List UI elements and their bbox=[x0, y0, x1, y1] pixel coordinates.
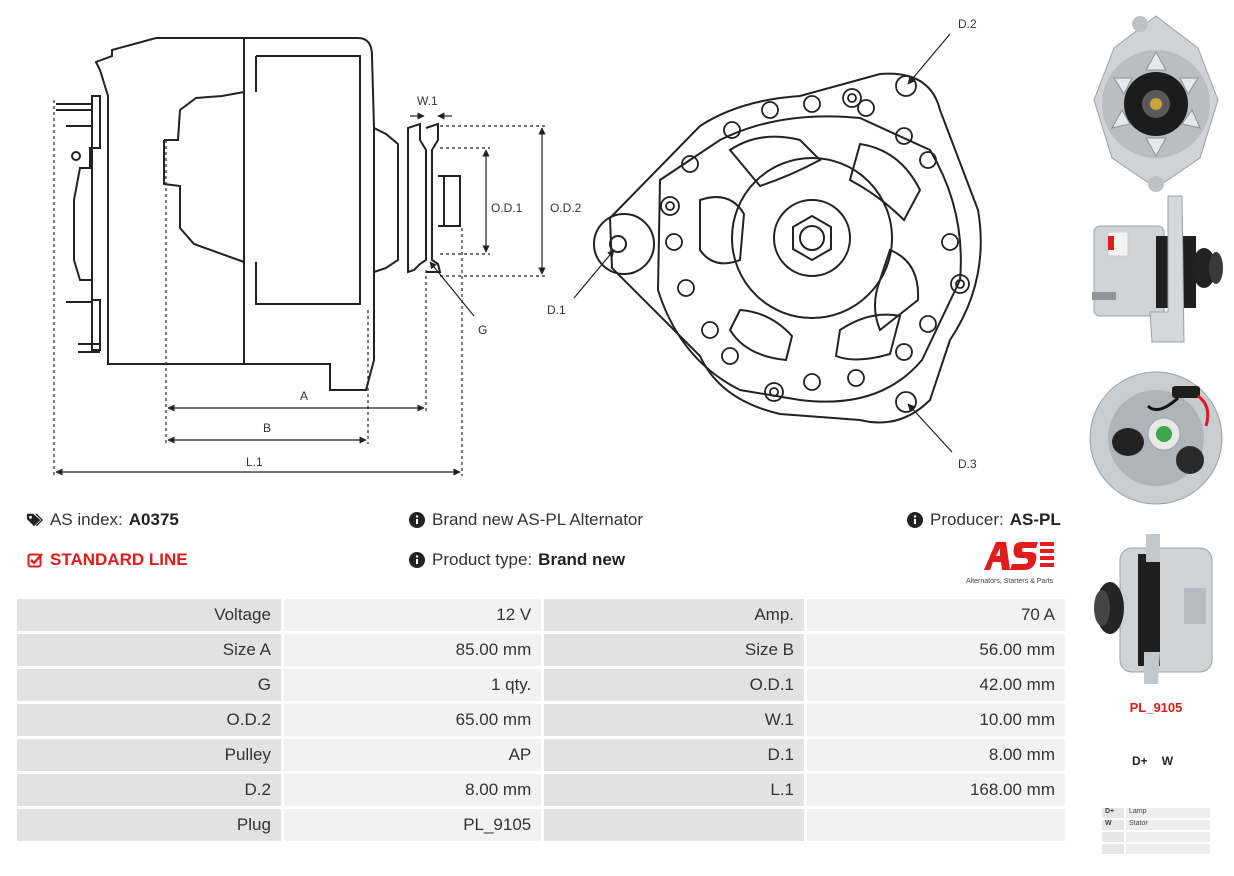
as-index-row: AS index: A0375 bbox=[26, 510, 179, 530]
legend-key bbox=[1102, 844, 1124, 854]
info-icon bbox=[408, 511, 426, 529]
spec-label: O.D.2 bbox=[17, 704, 281, 736]
as-pl-logo: Alternators, Starters & Parts bbox=[966, 540, 1068, 585]
label-d2: D.2 bbox=[958, 17, 977, 31]
product-photo-three-quarter bbox=[1094, 534, 1213, 684]
legend-value bbox=[1126, 844, 1210, 854]
checkbox-icon bbox=[26, 551, 44, 569]
legend-key: W bbox=[1102, 820, 1124, 830]
brand-new-row: Brand new AS-PL Alternator bbox=[408, 510, 643, 530]
dimension-arrows bbox=[55, 112, 546, 476]
technical-drawing: W.1 O.D.1 O.D.2 G A B L.1 D.1 D.2 D.3 bbox=[53, 17, 982, 476]
brand-new-text: Brand new AS-PL Alternator bbox=[432, 510, 644, 529]
producer-row: Producer: AS-PL bbox=[906, 510, 1061, 530]
side-view bbox=[56, 37, 461, 391]
terminal-d-plus: D+ bbox=[1132, 754, 1148, 768]
spec-value bbox=[807, 809, 1065, 841]
legend-value: Lamp bbox=[1126, 808, 1210, 818]
spec-label: W.1 bbox=[544, 704, 805, 736]
legend-key bbox=[1102, 832, 1124, 842]
terminal-labels: D+ W bbox=[1132, 754, 1192, 768]
spec-label: O.D.1 bbox=[544, 669, 805, 701]
legend-key: D+ bbox=[1102, 808, 1124, 818]
info-icon bbox=[408, 551, 426, 569]
spec-value: 42.00 mm bbox=[807, 669, 1065, 701]
spec-label: Size A bbox=[17, 634, 281, 666]
spec-value: 1 qty. bbox=[283, 669, 542, 701]
producer-label: Producer: bbox=[930, 510, 1004, 529]
producer-value: AS-PL bbox=[1009, 510, 1061, 529]
spec-value: 56.00 mm bbox=[807, 634, 1065, 666]
label-od1: O.D.1 bbox=[491, 201, 523, 215]
spec-value: 85.00 mm bbox=[283, 634, 542, 666]
spec-label: Amp. bbox=[544, 599, 805, 631]
spec-label: L.1 bbox=[544, 774, 805, 806]
spec-label: Plug bbox=[17, 809, 281, 841]
spec-value: PL_9105 bbox=[283, 809, 542, 841]
spec-label: D.2 bbox=[17, 774, 281, 806]
label-l1: L.1 bbox=[246, 455, 263, 469]
label-w1: W.1 bbox=[417, 94, 438, 108]
standard-line-label: STANDARD LINE bbox=[50, 550, 188, 569]
logo-tagline: Alternators, Starters & Parts bbox=[966, 578, 1054, 585]
label-d1: D.1 bbox=[547, 303, 566, 317]
as-index-label: AS index: bbox=[50, 510, 123, 529]
front-view-holes bbox=[660, 75, 970, 413]
dimension-lines bbox=[53, 100, 546, 476]
legend-row bbox=[1102, 844, 1210, 854]
tags-icon bbox=[26, 511, 44, 529]
spec-label bbox=[544, 809, 805, 841]
spec-label: Voltage bbox=[17, 599, 281, 631]
spec-value: AP bbox=[283, 739, 542, 771]
spec-label: Pulley bbox=[17, 739, 281, 771]
product-type-label: Product type: bbox=[432, 550, 533, 569]
spec-value: 70 A bbox=[807, 599, 1065, 631]
legend-row: D+Lamp bbox=[1102, 808, 1210, 818]
terminal-w: W bbox=[1161, 754, 1174, 768]
legend-value bbox=[1126, 832, 1210, 842]
spec-label: D.1 bbox=[544, 739, 805, 771]
product-type-row: Product type: Brand new bbox=[408, 550, 625, 570]
product-type-value: Brand new bbox=[538, 550, 626, 569]
product-photo-rear bbox=[1089, 371, 1223, 505]
label-a: A bbox=[300, 389, 308, 403]
legend-row bbox=[1102, 832, 1210, 842]
label-d3: D.3 bbox=[958, 457, 977, 471]
plug-code: PL_9105 bbox=[1129, 700, 1183, 715]
spec-value: 65.00 mm bbox=[283, 704, 542, 736]
front-view bbox=[593, 72, 982, 424]
legend-value: Stator bbox=[1126, 820, 1210, 830]
spec-value: 168.00 mm bbox=[807, 774, 1065, 806]
spec-label: Size B bbox=[544, 634, 805, 666]
label-od2: O.D.2 bbox=[550, 201, 582, 215]
label-b: B bbox=[263, 421, 271, 435]
standard-line-row: STANDARD LINE bbox=[26, 550, 188, 570]
spec-value: 12 V bbox=[283, 599, 542, 631]
spec-value: 8.00 mm bbox=[807, 739, 1065, 771]
info-icon bbox=[906, 511, 924, 529]
as-index-value: A0375 bbox=[128, 510, 179, 529]
product-photo-front bbox=[1093, 15, 1219, 192]
spec-label: G bbox=[17, 669, 281, 701]
spec-value: 8.00 mm bbox=[283, 774, 542, 806]
spec-value: 10.00 mm bbox=[807, 704, 1065, 736]
product-photo-side bbox=[1092, 195, 1223, 343]
label-g: G bbox=[478, 323, 487, 337]
